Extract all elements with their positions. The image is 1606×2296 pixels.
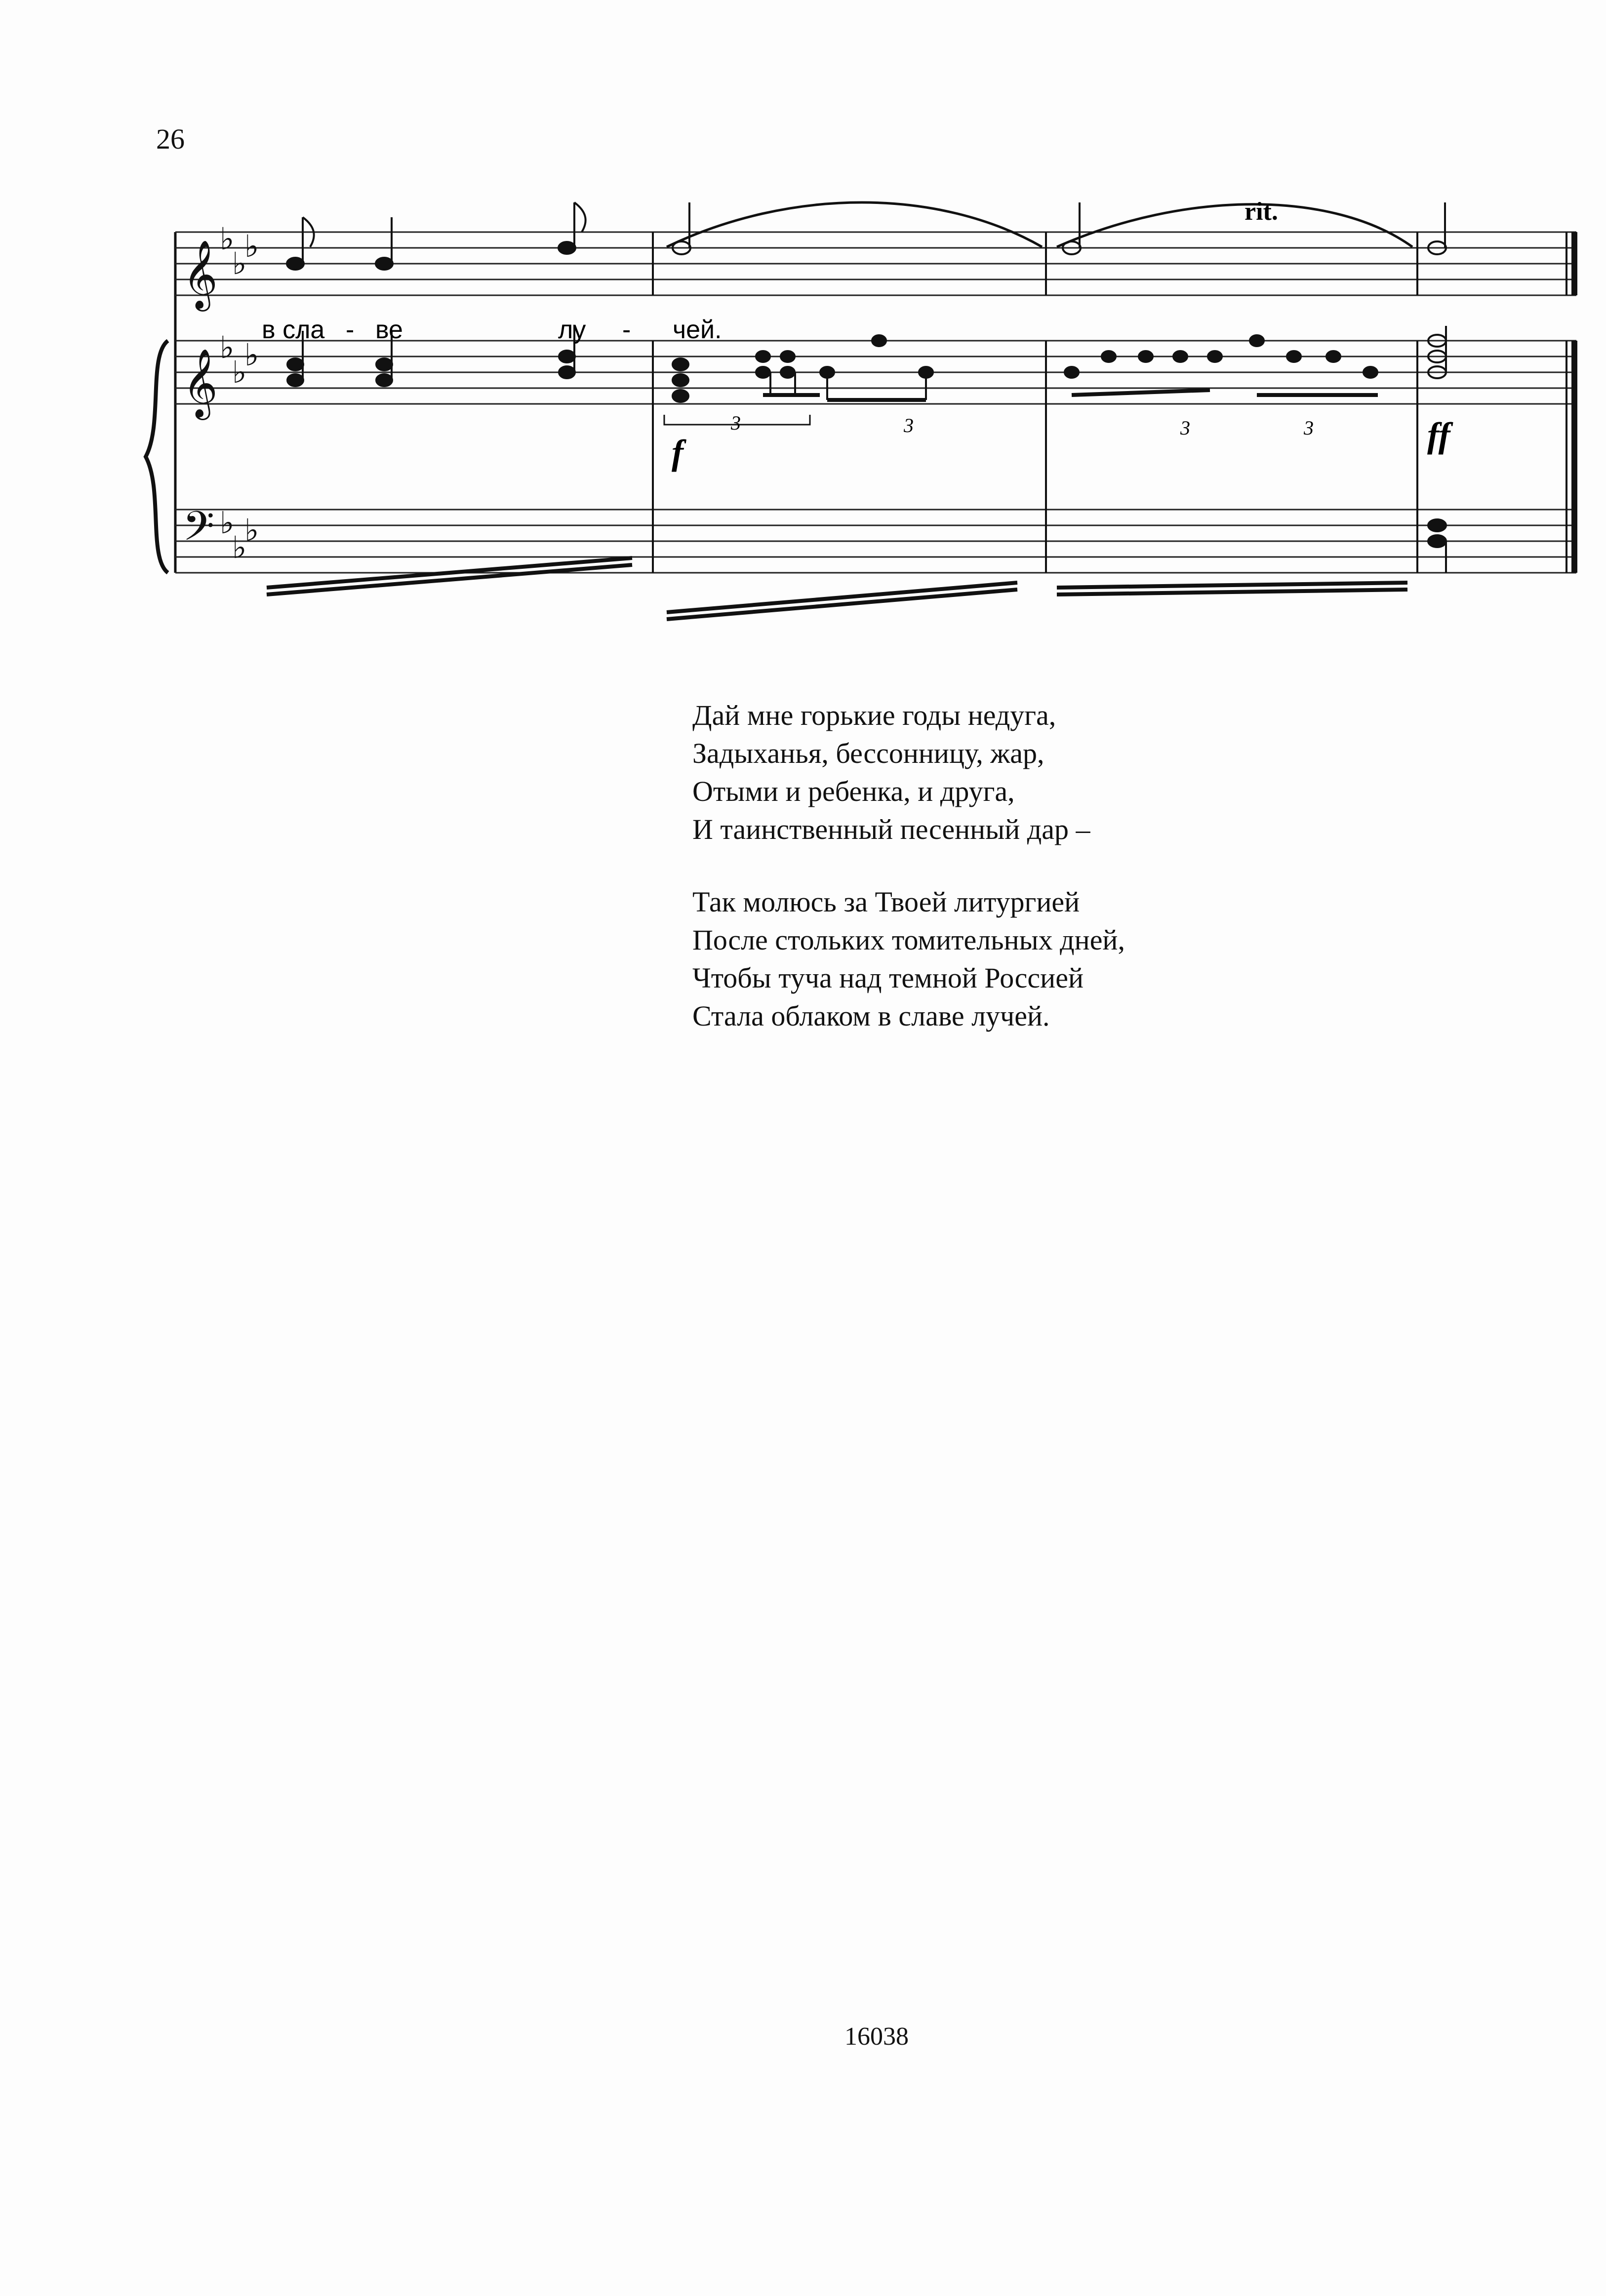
lyric-hyphen: - — [622, 316, 631, 344]
svg-text:♭: ♭ — [244, 228, 259, 264]
treble-chord — [375, 331, 393, 387]
voice-half-note — [1062, 202, 1082, 255]
piano-bass-staff — [175, 509, 1576, 574]
poem-stanza: Так молюсь за Твоей литургией После стол… — [692, 883, 1285, 1035]
poem-line: Чтобы туча над темной Россией — [692, 962, 1084, 994]
bass-chord-group — [1056, 581, 1408, 596]
lyric-syllable: лу — [558, 316, 586, 344]
svg-text:♭: ♭ — [220, 329, 234, 365]
poem-line: Отыми и ребенка, и друга, — [692, 775, 1015, 807]
svg-text:♭: ♭ — [232, 354, 246, 390]
treble-chord — [286, 331, 304, 387]
voice-tie-2 — [1056, 203, 1413, 248]
treble-final-chord — [1427, 326, 1447, 379]
poem-line: После стольких томительных дней, — [692, 924, 1125, 956]
poem-line: И таинственный песенный дар – — [692, 813, 1090, 845]
dynamic-fortissimo: ff — [1427, 415, 1453, 455]
tuplet-number: 3 — [1303, 417, 1314, 439]
tempo-mark-rit: rit. — [1245, 198, 1278, 226]
treble-clef-icon: 𝄞 — [183, 240, 218, 312]
bass-chord-group — [666, 581, 1018, 621]
final-barline — [1566, 232, 1577, 573]
tuplet-number: 3 — [730, 412, 741, 434]
bass-clef-icon: 𝄢 — [183, 502, 214, 560]
svg-text:♭: ♭ — [232, 529, 246, 565]
poem-line: Стала облаком в славе лучей. — [692, 1000, 1050, 1032]
poem-stanza: Дай мне горькие годы недуга, Задыханья, … — [692, 696, 1285, 848]
key-signature-flats: ♭♭♭ ♭♭♭ ♭♭♭ — [220, 221, 259, 565]
piano-treble-staff — [175, 340, 1576, 405]
svg-text:♭: ♭ — [220, 221, 234, 257]
lyric-syllable: ве — [375, 316, 403, 344]
poem-text: Дай мне горькие годы недуга, Задыханья, … — [692, 696, 1285, 1069]
treble-chord-group — [672, 334, 934, 403]
lyric-syllable: чей. — [673, 316, 722, 344]
svg-text:♭: ♭ — [232, 245, 246, 281]
dynamic-forte: f — [672, 433, 686, 472]
barlines — [652, 232, 1418, 573]
treble-chord — [558, 326, 576, 379]
poem-line: Дай мне горькие годы недуга, — [692, 699, 1056, 731]
page-number: 26 — [156, 123, 185, 155]
tuplet-number: 3 — [903, 414, 914, 436]
voice-half-note — [672, 202, 691, 255]
treble-chord-group — [1064, 334, 1378, 397]
tuplet-number: 3 — [1180, 417, 1190, 439]
svg-text:♭: ♭ — [244, 337, 259, 373]
voice-note — [375, 217, 394, 271]
piano-brace — [143, 339, 169, 575]
voice-note — [558, 201, 587, 255]
poem-line: Так молюсь за Твоей литургией — [692, 886, 1080, 918]
voice-note — [286, 216, 315, 271]
music-score-system: 𝄞 𝄞 𝄢 ♭♭♭ ♭♭♭ ♭♭♭ — [143, 198, 1577, 621]
voice-half-note — [1427, 202, 1447, 255]
lyric-hyphen: - — [346, 316, 354, 344]
svg-text:♭: ♭ — [244, 512, 259, 548]
lyric-syllable: в сла — [262, 316, 324, 344]
bass-chord-group — [266, 556, 633, 596]
svg-text:♭: ♭ — [220, 505, 234, 541]
bass-final-chord — [1427, 518, 1447, 573]
voice-tie-1 — [666, 201, 1043, 248]
tuplet-bracket — [663, 415, 811, 426]
treble-clef-icon: 𝄞 — [183, 349, 218, 420]
voice-staff — [175, 231, 1576, 296]
catalog-number: 16038 — [844, 2022, 909, 2051]
poem-line: Задыханья, бессонницу, жар, — [692, 737, 1044, 769]
